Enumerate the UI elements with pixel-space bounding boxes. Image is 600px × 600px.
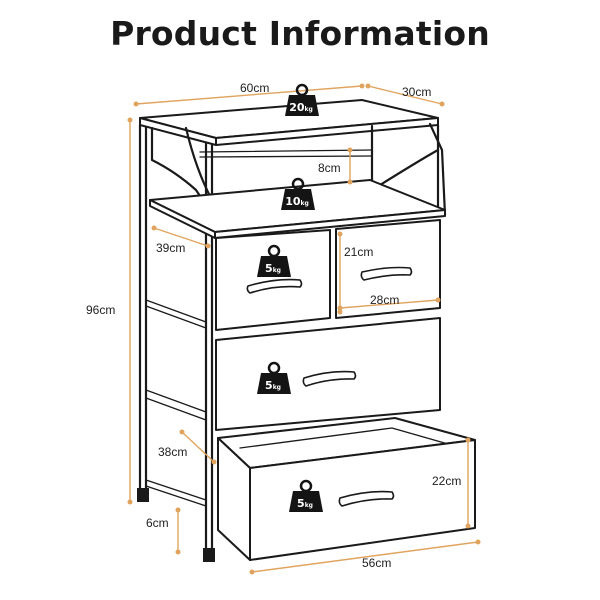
weight-icon-top: 20kg: [285, 83, 319, 116]
dim-shelf-gap: 8cm: [318, 161, 341, 175]
foot-back-left: [137, 488, 149, 502]
drawer-small-right[interactable]: [335, 219, 441, 319]
dim-total-height: 96cm: [86, 303, 115, 317]
drawer-handle[interactable]: [360, 266, 413, 281]
foot-front-left: [203, 548, 215, 562]
dim-small-drawer-height: 21cm: [344, 245, 373, 259]
dim-inner-depth: 39cm: [156, 241, 185, 255]
drawer-small-left[interactable]: [215, 229, 331, 331]
svg-text:5kg: 5kg: [297, 497, 313, 510]
drawer-handle[interactable]: [338, 490, 395, 507]
page-title: Product Information: [110, 14, 490, 53]
dim-foot-height: 6cm: [146, 516, 169, 530]
dimension-labels: 60cm 30cm 8cm 39cm 21cm 28cm 96cm 38cm 2…: [86, 81, 461, 570]
drawer-handle[interactable]: [246, 278, 303, 294]
svg-text:5kg: 5kg: [265, 379, 281, 392]
dim-drawer-height: 22cm: [432, 474, 461, 488]
weight-icon-drawer-small: 5kg: [257, 244, 291, 277]
dim-depth-top: 30cm: [402, 85, 431, 99]
dim-drawer-width: 56cm: [362, 556, 391, 570]
weight-icon-drawer-middle: 5kg: [257, 361, 291, 394]
drawer-middle[interactable]: [215, 317, 441, 431]
svg-text:20kg: 20kg: [289, 101, 313, 114]
drawer-bottom-open[interactable]: [217, 417, 476, 561]
weight-icon-drawer-bottom: 5kg: [289, 479, 323, 512]
dimension-lines: [127, 83, 481, 575]
drawer-handle[interactable]: [302, 370, 357, 387]
dim-small-drawer-width: 28cm: [370, 293, 399, 307]
dim-drawer-depth: 38cm: [158, 445, 187, 459]
svg-text:10kg: 10kg: [285, 195, 309, 208]
dim-width-top: 60cm: [240, 81, 269, 95]
svg-text:5kg: 5kg: [265, 262, 281, 275]
weight-icon-shelf: 10kg: [281, 177, 315, 210]
